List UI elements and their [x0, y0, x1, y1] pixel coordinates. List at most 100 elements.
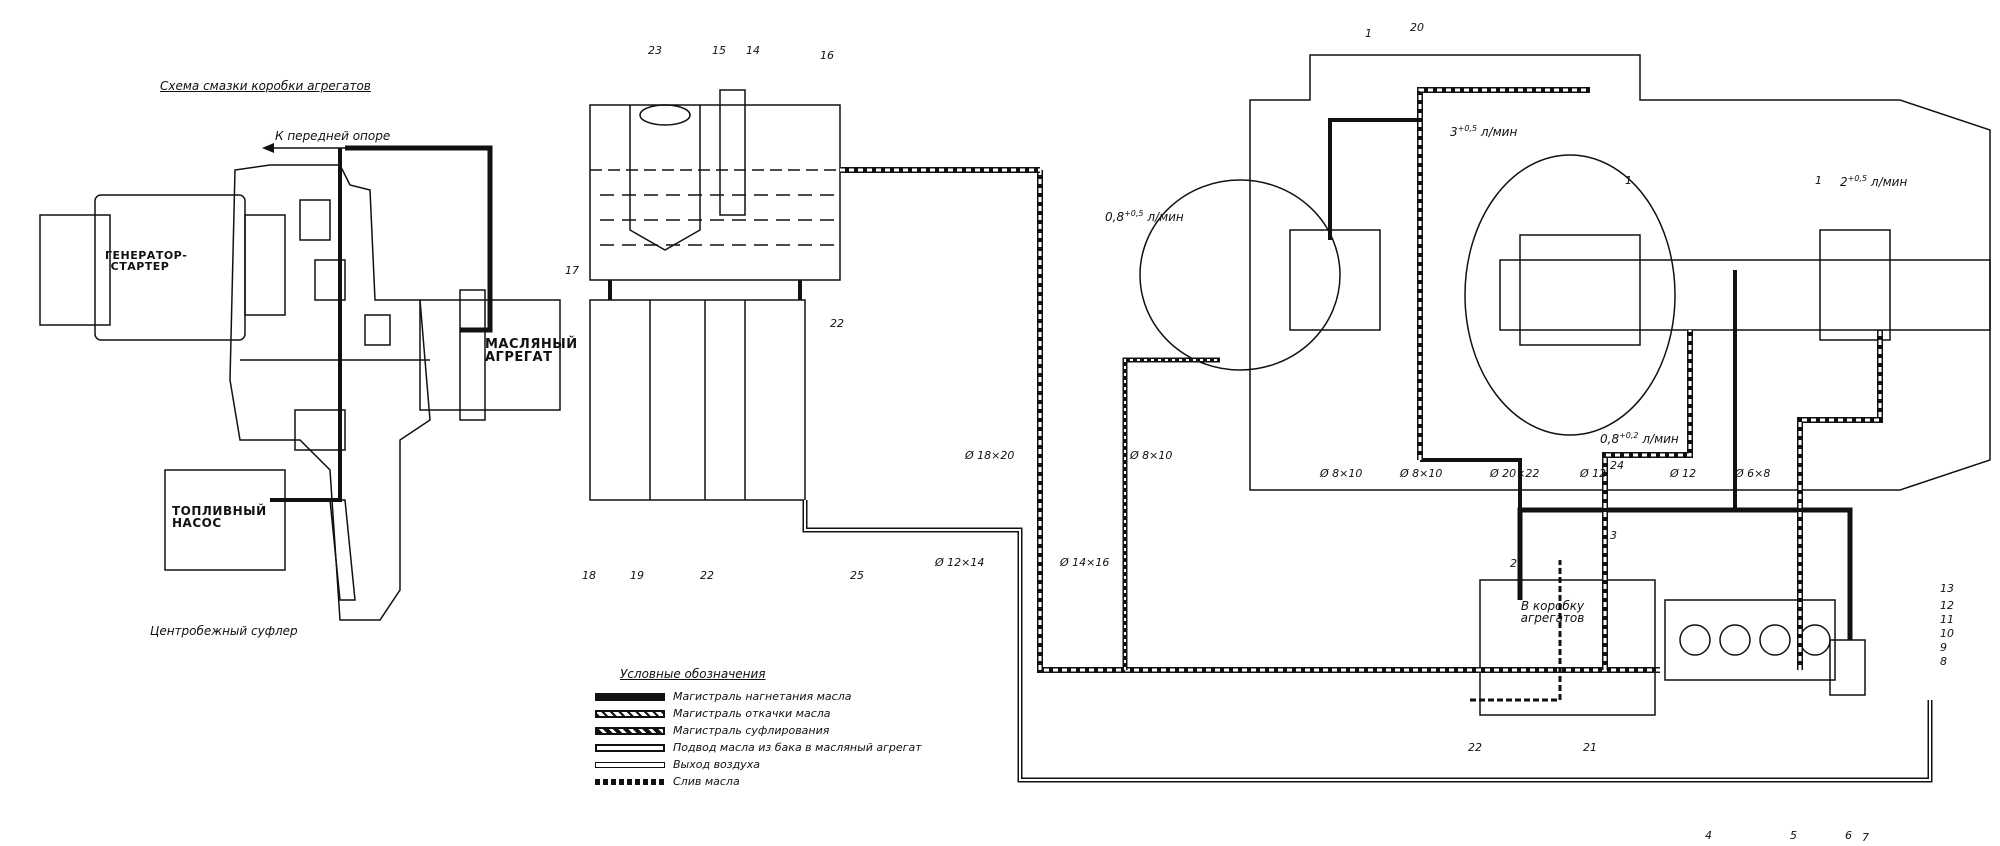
legend-swatch-air — [595, 761, 665, 768]
pressure-line-front — [1328, 118, 1422, 460]
flow-front-tol: +0,5 — [1124, 209, 1144, 218]
flow-rear-label: 2+0,5 л/мин — [1840, 174, 1907, 189]
callout-1-c: 1 — [1815, 174, 1822, 187]
generator-starter-label: ГЕНЕРАТОР-СТАРТЕР — [105, 249, 188, 273]
flow-front-unit: л/мин — [1147, 210, 1184, 224]
callout-9: 9 — [1940, 641, 1947, 654]
fuel-pump-label: ТОПЛИВНЫЙ НАСОС — [172, 504, 267, 530]
callout-22-b: 22 — [700, 569, 714, 582]
scavenge-middle-bearing — [1602, 330, 1693, 670]
oil-unit-label: МАСЛЯНЫЙ АГРЕГАТ — [485, 337, 578, 365]
gearbox-housing — [229, 164, 431, 621]
to-front-support-label: К передней опоре — [275, 129, 391, 143]
gear-2 — [314, 259, 346, 301]
pressure-line-main — [1517, 507, 1853, 640]
dim-8x10-a: Ø 8×10 — [1130, 449, 1173, 462]
callout-25: 25 — [850, 569, 864, 582]
scavenge-middle-bearing-inner — [1603, 330, 1692, 670]
scavenge-top-inner — [1418, 88, 1590, 460]
gearbox-pressure-line — [345, 145, 493, 333]
dim-8x10-b: Ø 8×10 — [1320, 467, 1363, 480]
flow-middle-value: 0,8 — [1600, 432, 1620, 446]
to-gearbox-label: В коробку агрегатов — [1520, 599, 1585, 625]
breather-line — [1122, 357, 1220, 670]
front-bearing-housing — [1139, 179, 1341, 371]
legend-item-breather: Магистраль суфлирования — [595, 724, 829, 737]
callout-23: 23 — [648, 44, 662, 57]
callout-1: 1 — [1365, 27, 1372, 40]
flow-rear-tol: +0,5 — [1847, 174, 1868, 183]
legend-item-supply: Подвод масла из бака в масляный агрегат — [595, 741, 922, 754]
dim-14x16: Ø 14×16 — [1060, 556, 1110, 569]
dim-12-a: Ø 12 — [1580, 467, 1607, 480]
fuel-pump-body — [164, 469, 286, 571]
front-bearing — [1289, 229, 1381, 331]
tank-body — [589, 104, 841, 281]
lower-tank — [589, 299, 806, 501]
pump-stage-4 — [1799, 624, 1831, 656]
legend-item-drain: Слив масла — [595, 775, 740, 788]
gearbox-scheme-title: Схема смазки коробки агрегатов — [160, 79, 371, 93]
callout-2: 2 — [1510, 557, 1517, 570]
callout-12: 12 — [1940, 599, 1954, 612]
rear-bearing — [1819, 229, 1891, 341]
legend-swatch-scavenge — [595, 709, 665, 718]
flow-top-label: 3+0,5 л/мин — [1450, 124, 1518, 139]
gearbox-pressure-branch — [270, 148, 342, 502]
flow-top-unit: л/мин — [1480, 125, 1518, 139]
middle-bearing — [1519, 234, 1641, 346]
callout-18: 18 — [582, 569, 596, 582]
oil-unit-flange — [459, 289, 486, 421]
breather-line-inner — [1124, 359, 1220, 670]
legend-item-air: Выход воздуха — [595, 758, 760, 771]
arrow-head — [262, 143, 274, 153]
main-shaft — [1499, 259, 1991, 331]
centrifugal-breather-label: Центробежный суфлер — [150, 624, 298, 638]
scavenge-rear-bearing-inner — [1798, 330, 1882, 670]
dim-18x20: Ø 18×20 — [965, 449, 1015, 462]
callout-14: 14 — [746, 44, 760, 57]
callout-3: 3 — [1610, 529, 1617, 542]
legend-swatch-breather — [595, 726, 665, 735]
legend-label-drain: Слив масла — [673, 775, 740, 788]
gear-4 — [294, 409, 346, 451]
legend-title: Условные обозначения — [620, 667, 766, 681]
callout-1-b: 1 — [1625, 174, 1632, 187]
deaerator-top — [639, 104, 691, 126]
legend-item-pressure: Магистраль нагнетания масла — [595, 690, 851, 703]
callout-20: 20 — [1410, 21, 1424, 34]
gear-1 — [299, 199, 331, 241]
flow-rear-value: 2 — [1840, 175, 1848, 189]
callout-22-c: 22 — [1468, 741, 1482, 754]
legend-swatch-supply — [595, 743, 665, 752]
callout-5: 5 — [1790, 829, 1797, 842]
callout-17: 17 — [565, 264, 579, 277]
oil-tank — [589, 89, 841, 501]
scavenge-rear-bearing — [1797, 330, 1883, 670]
scavenge-line-outer — [1037, 170, 1660, 673]
legend-label-supply: Подвод масла из бака в масляный агрегат — [673, 741, 922, 754]
callout-10: 10 — [1940, 627, 1954, 640]
callout-15: 15 — [712, 44, 726, 57]
legend-label-air: Выход воздуха — [673, 758, 761, 771]
callout-19: 19 — [630, 569, 644, 582]
callout-7: 7 — [1862, 831, 1869, 844]
callout-8: 8 — [1940, 655, 1947, 668]
callout-21: 21 — [1583, 741, 1597, 754]
dim-8x10-c: Ø 8×10 — [1400, 467, 1443, 480]
legend-swatch-pressure — [595, 692, 665, 701]
scavenge-line-inner — [1038, 170, 1660, 672]
legend-label-breather: Магистраль суфлирования — [673, 724, 830, 737]
legend-label-pressure: Магистраль нагнетания масла — [673, 690, 852, 703]
legend-swatch-drain — [595, 778, 665, 785]
gearbox-drawing — [39, 164, 561, 621]
callout-4: 4 — [1705, 829, 1712, 842]
tank-connectors — [608, 280, 802, 300]
generator-starter-cap — [39, 214, 111, 326]
flow-top-tol: +0,5 — [1457, 124, 1478, 133]
callout-22-a: 22 — [830, 317, 844, 330]
engine-casing — [1249, 54, 1991, 491]
supply-line-outer — [802, 500, 1933, 783]
flow-middle-unit: л/мин — [1642, 432, 1679, 446]
